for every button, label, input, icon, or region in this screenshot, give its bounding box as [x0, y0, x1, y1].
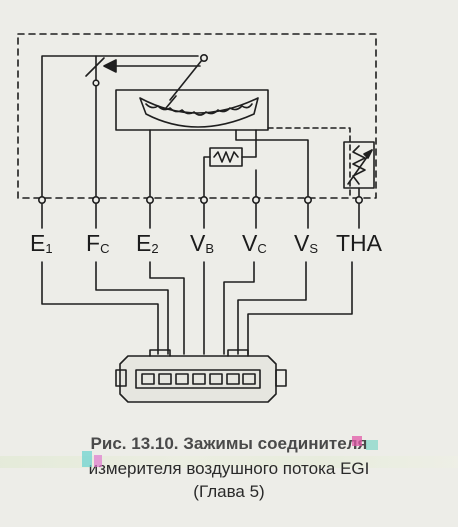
switch-pivot: [92, 79, 100, 87]
thermistor-zigzag: [352, 145, 366, 185]
scan-artifact-right: [352, 436, 362, 446]
wire-e1-internal: [41, 55, 199, 201]
wire-vs-internal: [235, 129, 309, 201]
potentiometer-wiper: [169, 59, 203, 101]
potentiometer-arc-inner: [145, 103, 253, 116]
label-fc: FC: [86, 230, 109, 256]
switch-blade: [85, 57, 105, 77]
wire-vb-internal: [203, 156, 211, 201]
label-vc: VC: [242, 230, 267, 256]
caption-line-3: (Глава 5): [193, 482, 265, 501]
caption-scan-band: [0, 456, 458, 468]
vane-arrowhead: [103, 59, 117, 73]
caption-line-1: Рис. 13.10. Зажимы соединителя: [0, 434, 458, 454]
label-vs: VS: [294, 230, 318, 256]
caption-line-2: измерителя воздушного потока EGI: [88, 459, 370, 478]
thermistor-arrowhead: [363, 149, 373, 159]
external-leads: [41, 203, 360, 355]
terminal-dots: [37, 196, 363, 205]
wiper-pivot: [200, 53, 209, 62]
caption-title: Зажимы соединителя: [183, 434, 368, 453]
wire-vb-resistor-right: [241, 129, 257, 158]
meter-housing-dashed: [17, 33, 377, 199]
inner-dashed-link: [267, 127, 351, 197]
potentiometer-arc-outer: [139, 97, 259, 128]
scan-artifact-left-2: [94, 455, 102, 467]
thermistor-tha: [343, 141, 375, 189]
label-e2: E2: [136, 230, 159, 256]
scan-artifact-left: [82, 451, 92, 467]
wiper-arrow: [165, 95, 177, 109]
potentiometer-frame: [115, 89, 269, 131]
figure-caption: Рис. 13.10. Зажимы соединителя измерител…: [0, 432, 458, 510]
connector-egi: [115, 349, 287, 403]
caption-figure-number: Рис. 13.10.: [90, 434, 179, 453]
resistor-vb-zigzag: [213, 151, 239, 163]
terminal-labels: E1 FC E2 VB VC VS THA: [30, 230, 383, 256]
label-tha: THA: [336, 230, 383, 256]
scan-artifact-right-2: [366, 440, 378, 450]
label-e1: E1: [30, 230, 53, 256]
label-vb: VB: [190, 230, 214, 256]
